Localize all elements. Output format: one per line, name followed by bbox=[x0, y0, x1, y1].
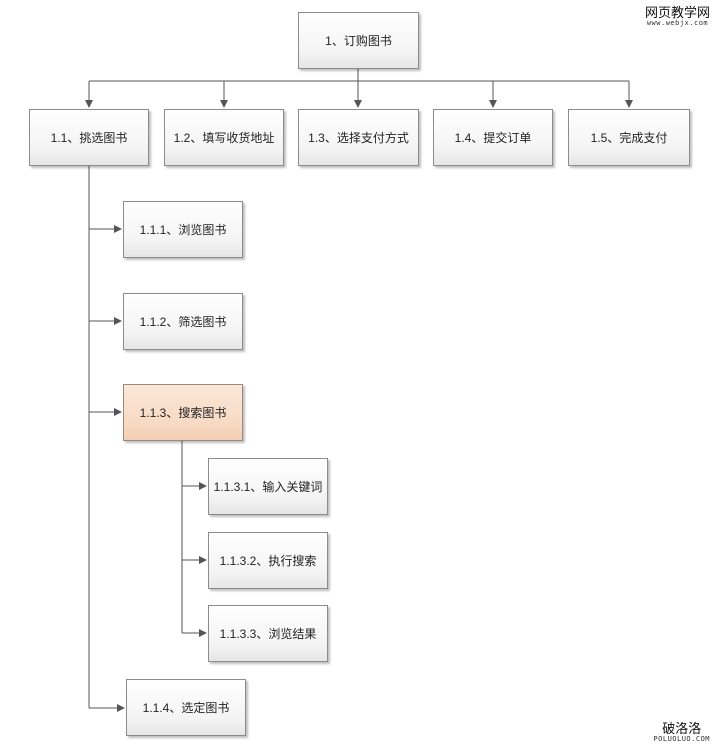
node-1-1-3-2[interactable]: 1.1.3.2、执行搜索 bbox=[208, 532, 328, 589]
node-1-3[interactable]: 1.3、选择支付方式 bbox=[298, 109, 419, 166]
node-1-4[interactable]: 1.4、提交订单 bbox=[433, 109, 553, 166]
watermark-poluoluo: 破洛洛 POLUOLUO.COM bbox=[653, 721, 710, 744]
node-1-2[interactable]: 1.2、填写收货地址 bbox=[164, 109, 284, 166]
node-1-5[interactable]: 1.5、完成支付 bbox=[568, 109, 690, 166]
node-1-1-3[interactable]: 1.1.3、搜索图书 bbox=[123, 384, 243, 441]
node-1-1-2[interactable]: 1.1.2、筛选图书 bbox=[123, 293, 243, 350]
node-root[interactable]: 1、订购图书 bbox=[298, 12, 419, 69]
node-1-1-3-1[interactable]: 1.1.3.1、输入关键词 bbox=[208, 458, 328, 515]
watermark-top-url: www.webjx.com bbox=[646, 19, 709, 28]
node-1-1-1[interactable]: 1.1.1、浏览图书 bbox=[123, 201, 243, 258]
node-1-1-4[interactable]: 1.1.4、选定图书 bbox=[126, 679, 246, 736]
watermark-bottom-url: POLUOLUO.COM bbox=[653, 735, 710, 744]
node-1-1[interactable]: 1.1、挑选图书 bbox=[29, 109, 149, 166]
node-1-1-3-3[interactable]: 1.1.3.3、浏览结果 bbox=[208, 605, 328, 662]
watermark-top-title: 网页教学网 bbox=[644, 5, 710, 20]
watermark-webjx: 网页教学网 www.webjx.com bbox=[644, 5, 710, 28]
watermark-bottom-title: 破洛洛 bbox=[662, 721, 702, 737]
